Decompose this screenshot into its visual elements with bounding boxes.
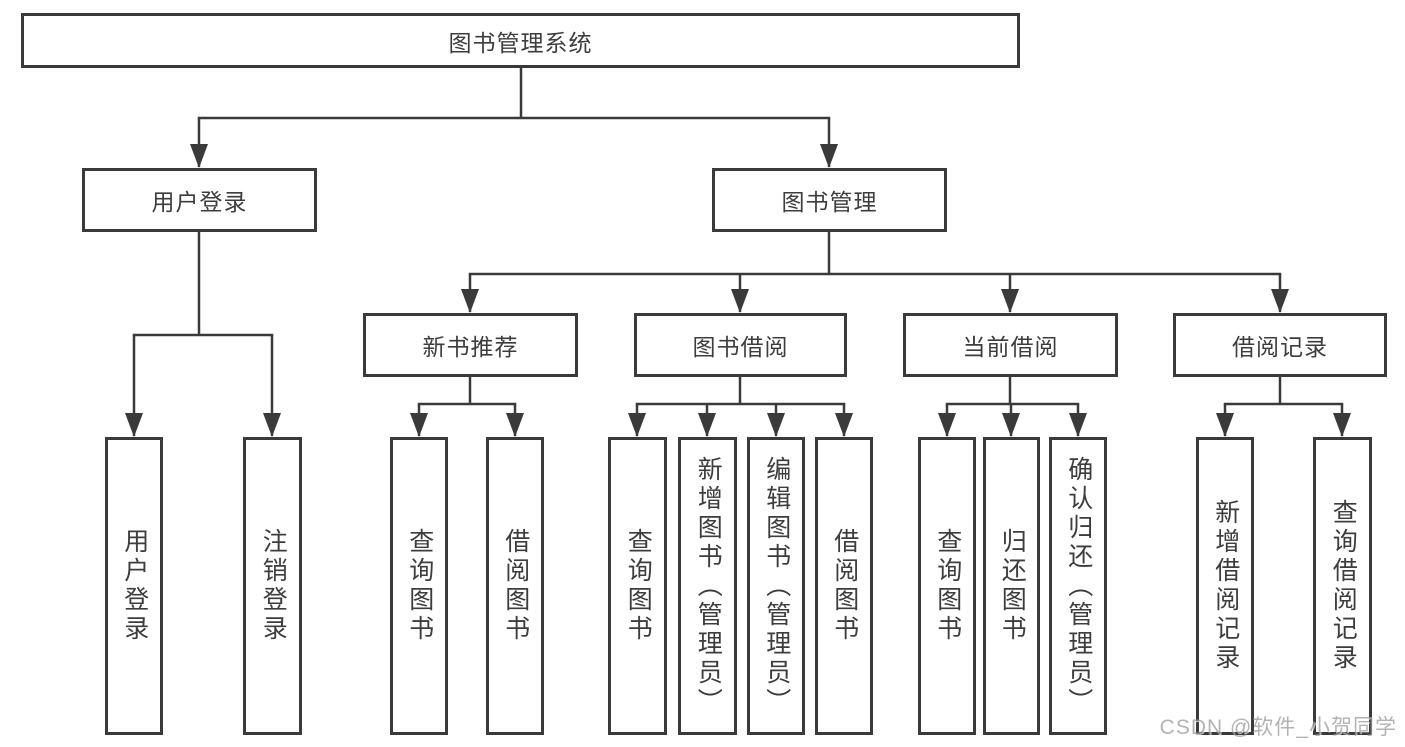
leaf-add-books-admin: 新增图书（管理员） [678,437,737,735]
node-label: 查询图书 [933,528,962,644]
node-label: 查询借阅记录 [1329,499,1358,673]
node-current-borrowing: 当前借阅 [903,313,1118,377]
leaf-logout: 注销登录 [243,437,302,735]
node-label: 借阅记录 [1232,334,1328,360]
node-label: 新增图书（管理员） [694,455,723,717]
node-label: 新增借阅记录 [1211,499,1240,673]
node-borrowing-records: 借阅记录 [1173,313,1387,377]
node-label: 确认归还（管理员） [1064,455,1093,717]
node-book-borrowing: 图书借阅 [634,313,847,377]
node-label: 用户登录 [151,189,248,215]
node-label: 借阅图书 [501,528,530,644]
node-book-management: 图书管理 [712,168,947,232]
leaf-add-borrow-record: 新增借阅记录 [1196,437,1254,735]
leaf-query-borrow-record: 查询借阅记录 [1313,437,1372,735]
node-label: 查询图书 [624,528,653,644]
leaf-confirm-return-admin: 确认归还（管理员） [1049,437,1107,735]
leaf-borrow-books: 借阅图书 [815,437,873,735]
node-label: 注销登录 [259,528,288,644]
leaf-user-login: 用户登录 [105,437,163,735]
leaf-query-books-borrow: 查询图书 [608,437,667,735]
node-label: 查询图书 [405,528,434,644]
leaf-query-books-recommend: 查询图书 [390,437,448,735]
node-label: 图书管理系统 [448,29,593,56]
node-label: 用户登录 [120,528,149,644]
node-label: 借阅图书 [830,528,859,644]
leaf-edit-books-admin: 编辑图书（管理员） [747,437,805,735]
node-label: 归还图书 [998,528,1027,644]
node-user-login: 用户登录 [82,168,317,232]
node-label: 新书推荐 [422,334,519,360]
node-label: 当前借阅 [962,334,1059,360]
node-label: 编辑图书（管理员） [762,455,791,717]
node-label: 图书借阅 [692,334,789,360]
leaf-return-books: 归还图书 [983,437,1040,735]
leaf-borrow-books-recommend: 借阅图书 [486,437,544,735]
node-label: 图书管理 [781,189,878,215]
node-new-book-recommendation: 新书推荐 [363,313,578,377]
node-library-system-root: 图书管理系统 [21,13,1020,68]
leaf-query-books-current: 查询图书 [918,437,976,735]
